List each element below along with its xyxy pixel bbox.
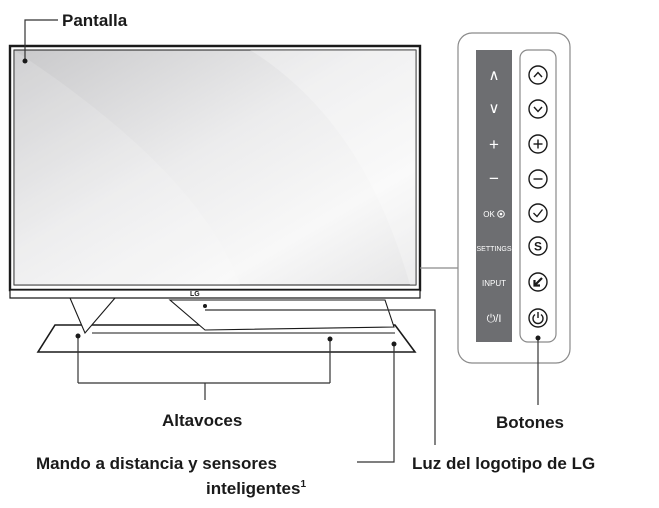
button-icons: S — [528, 65, 548, 328]
minus-icon — [528, 169, 548, 189]
power-icon — [528, 308, 548, 328]
label-remote-footnote: 1 — [300, 479, 307, 490]
svg-text:S: S — [534, 240, 542, 254]
label-remote-line1: Mando a distancia y sensores — [36, 454, 277, 473]
label-remote-line2-text: inteligentes — [206, 479, 301, 498]
btn-label-up: ∧ — [489, 67, 500, 84]
btn-label-input: INPUT — [482, 279, 506, 288]
buttons-strip — [476, 50, 512, 342]
buttons-icon-column — [519, 49, 557, 343]
btn-label-down: ∨ — [489, 100, 500, 117]
tv-screen — [13, 49, 417, 286]
btn-label-ok: OK — [483, 210, 495, 219]
btn-label-power: ⏻/I — [487, 313, 502, 325]
button-labels: ∧ ∨ + − OK SETTINGS INPUT ⏻/I — [476, 67, 511, 325]
screen-leader — [24, 19, 58, 61]
btn-label-settings: SETTINGS — [476, 246, 511, 253]
chevron-up-icon — [528, 65, 548, 85]
logo-light-leader — [205, 309, 436, 445]
lg-logo: LG — [190, 291, 200, 298]
check-icon — [528, 203, 548, 223]
btn-label-minus: − — [489, 169, 499, 188]
label-logo-light: Luz del logotipo de LG — [412, 454, 596, 473]
remote-leader — [357, 344, 395, 463]
btn-label-plus: + — [489, 135, 499, 154]
label-buttons: Botones — [496, 413, 564, 432]
plus-icon — [528, 134, 548, 154]
tv-stand — [36, 297, 417, 353]
tv-body — [8, 44, 422, 299]
logo-light-point — [203, 304, 207, 308]
label-speakers: Altavoces — [162, 411, 243, 430]
label-screen: Pantalla — [62, 11, 128, 30]
input-arrow-icon — [528, 272, 548, 292]
settings-s-icon: S — [528, 236, 548, 256]
label-remote-line2: inteligentes1 — [206, 479, 307, 498]
chevron-down-icon — [528, 99, 548, 119]
speakers-leader — [77, 336, 331, 400]
